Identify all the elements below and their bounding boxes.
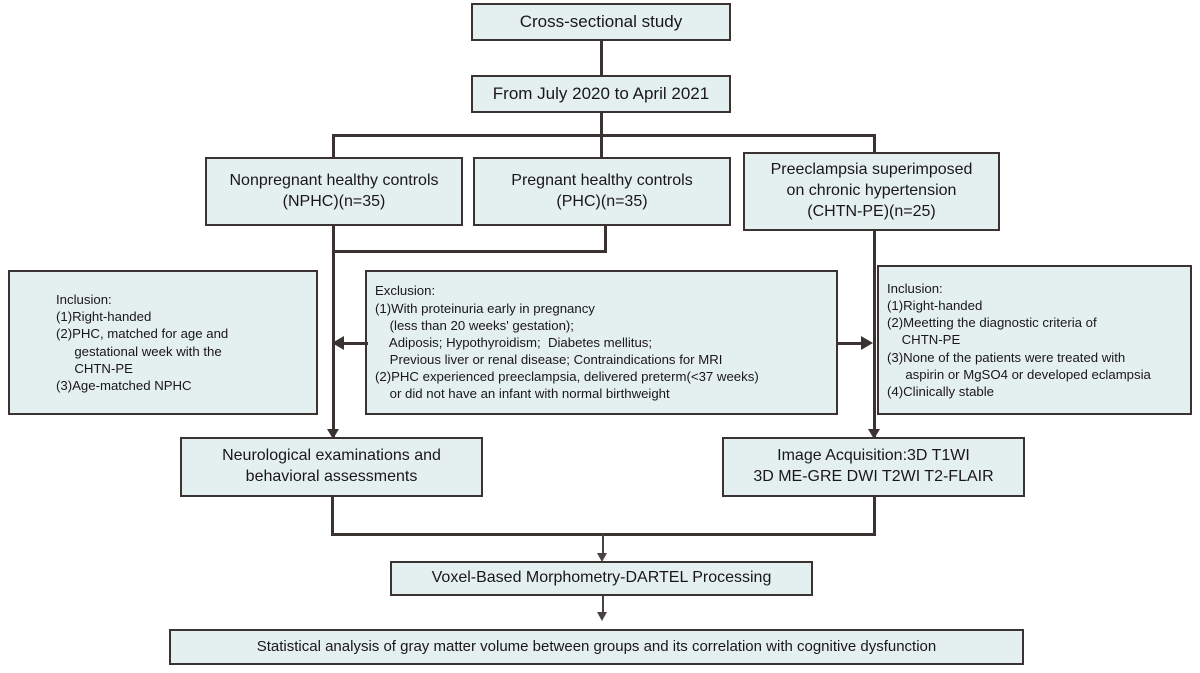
arrow-merge-to-vbm: [597, 553, 607, 562]
node-image-acquisition: Image Acquisition:3D T1WI 3D ME-GRE DWI …: [722, 437, 1025, 497]
node-inclusion-left-text: Inclusion: (1)Right-handed (2)PHC, match…: [56, 292, 229, 393]
node-group-nphc-label: Nonpregnant healthy controls (NPHC)(n=35…: [229, 171, 439, 210]
node-neurological-assessments-label: Neurological examinations and behavioral…: [222, 447, 441, 485]
connector-distributor-to-chtnpe: [873, 134, 876, 157]
connector-merge-to-vbm: [602, 533, 604, 557]
node-group-nphc: Nonpregnant healthy controls (NPHC)(n=35…: [205, 157, 463, 226]
connector-study-to-period: [600, 41, 603, 75]
connector-nphc-down: [332, 226, 335, 252]
node-group-phc: Pregnant healthy controls (PHC)(n=35): [473, 157, 731, 226]
connector-distributor-to-phc: [600, 134, 603, 157]
connector-group-distributor: [332, 134, 875, 137]
arrow-exclusion-to-right-trunk: [861, 336, 873, 350]
connector-nphc-phc-merge: [332, 250, 607, 253]
node-study-period-label: From July 2020 to April 2021: [492, 83, 710, 103]
connector-assessments-down: [331, 497, 334, 535]
node-group-chtnpe: Preeclampsia superimposed on chronic hyp…: [743, 152, 1000, 231]
node-vbm-processing-label: Voxel-Based Morphometry-DARTEL Processin…: [431, 569, 772, 587]
node-cross-sectional-study-label: Cross-sectional study: [519, 11, 683, 31]
connector-vbm-to-statistics: [602, 596, 604, 615]
connector-phc-down: [604, 226, 607, 252]
node-exclusion-middle: Exclusion: (1)With proteinuria early in …: [365, 270, 838, 415]
node-statistical-analysis-label: Statistical analysis of gray matter volu…: [256, 638, 937, 656]
node-group-phc-label: Pregnant healthy controls (PHC)(n=35): [511, 171, 693, 210]
connector-distributor-to-nphc: [332, 134, 335, 157]
node-statistical-analysis: Statistical analysis of gray matter volu…: [169, 629, 1024, 665]
connector-exclusion-to-right-trunk: [838, 342, 862, 345]
connector-exclusion-to-left-trunk: [344, 342, 368, 345]
arrow-vbm-to-statistics: [597, 612, 607, 621]
node-study-period: From July 2020 to April 2021: [471, 75, 731, 113]
node-inclusion-right: Inclusion: (1)Right-handed (2)Meetting t…: [877, 265, 1192, 415]
node-group-chtnpe-label: Preeclampsia superimposed on chronic hyp…: [770, 161, 973, 220]
node-neurological-assessments: Neurological examinations and behavioral…: [180, 437, 483, 497]
connector-period-stem: [600, 113, 603, 136]
node-vbm-processing: Voxel-Based Morphometry-DARTEL Processin…: [390, 561, 813, 596]
node-exclusion-middle-text: Exclusion: (1)With proteinuria early in …: [375, 283, 759, 402]
arrow-chtnpe-trunk-to-imaging: [868, 429, 880, 439]
arrow-exclusion-to-left-trunk: [332, 336, 344, 350]
node-image-acquisition-label: Image Acquisition:3D T1WI 3D ME-GRE DWI …: [753, 447, 994, 485]
arrow-left-trunk-to-assessments: [327, 429, 339, 439]
connector-imaging-down: [873, 497, 876, 535]
node-inclusion-left: Inclusion: (1)Right-handed (2)PHC, match…: [8, 270, 318, 415]
connector-chtnpe-trunk: [873, 231, 876, 437]
node-cross-sectional-study: Cross-sectional study: [471, 3, 731, 41]
node-inclusion-right-text: Inclusion: (1)Right-handed (2)Meetting t…: [887, 280, 1151, 399]
